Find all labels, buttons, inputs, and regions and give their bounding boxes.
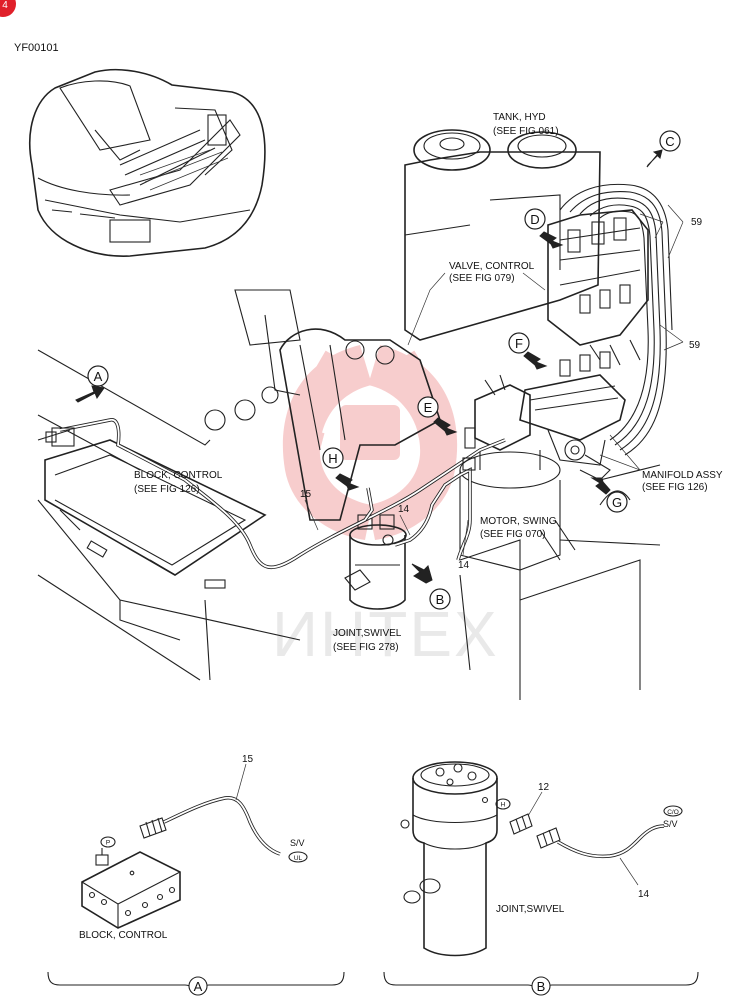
page-badge: 4	[0, 0, 16, 17]
detail-a-bracket-label: A	[194, 979, 203, 994]
svg-text:H: H	[328, 451, 337, 466]
page-badge-number: 4	[2, 0, 8, 11]
label-valve-control-ref: (SEE FIG 079)	[449, 273, 515, 284]
callout-e: E	[417, 396, 439, 418]
arrow-d	[539, 231, 564, 249]
callout-a: A	[87, 365, 109, 387]
svg-text:D: D	[530, 212, 539, 227]
label-manifold-assy: MANIFOLD ASSY	[642, 470, 723, 481]
hydraulic-tank	[404, 129, 601, 341]
detail-a-tag-p: P	[106, 840, 110, 847]
detail-a-part-15: 15	[242, 754, 254, 765]
label-joint-swivel: JOINT,SWIVEL	[333, 628, 402, 639]
arrow-f	[523, 351, 548, 370]
label-joint-swivel-ref: (SEE FIG 278)	[333, 642, 399, 653]
callout-c: C	[659, 130, 681, 152]
hose-15-main	[45, 418, 506, 570]
detail-b: H 12 14 C/O S/V JOINT,SWIVEL B	[383, 761, 699, 996]
arrow-c	[646, 149, 663, 168]
label-tank-hyd: TANK, HYD	[493, 112, 546, 123]
detail-b-tag-h: H	[501, 802, 506, 809]
control-valve	[547, 183, 673, 456]
callout-d: D	[524, 208, 546, 230]
arrow-e	[433, 417, 458, 436]
callout-g: G	[606, 491, 628, 513]
part-59-upper: 59	[691, 217, 703, 228]
svg-text:E: E	[424, 400, 433, 415]
label-motor-swing: MOTOR, SWING	[480, 516, 557, 527]
label-motor-swing-ref: (SEE FIG 070)	[480, 529, 546, 540]
arrow-h	[335, 473, 360, 491]
detail-a: P 15 S/V UL BLOCK, CONTROL A	[47, 754, 345, 996]
detail-b-bracket-label: B	[537, 979, 546, 994]
label-manifold-assy-ref: (SEE FIG 126)	[642, 482, 708, 493]
callout-arrows	[75, 149, 663, 584]
svg-text:B: B	[436, 592, 445, 607]
manifold-assembly	[519, 351, 626, 481]
label-block-control-ref: (SEE FIG 126)	[134, 484, 200, 495]
detail-b-sv: S/V	[663, 819, 678, 829]
svg-text:F: F	[515, 336, 523, 351]
label-valve-control: VALVE, CONTROL	[449, 261, 535, 272]
part-14-main-b: 14	[458, 560, 470, 571]
hose-h-main	[363, 487, 374, 522]
detail-b-part-12: 12	[538, 782, 550, 793]
hose-14-main	[394, 427, 476, 561]
svg-text:C: C	[665, 134, 674, 149]
swing-motor	[459, 374, 561, 571]
label-tank-hyd-ref: (SEE FIG 061)	[493, 126, 559, 137]
swivel-joint	[344, 514, 407, 610]
figure-id: YF00101	[14, 42, 59, 54]
callout-h: H	[322, 447, 344, 469]
callout-f: F	[508, 332, 530, 354]
callout-b: B	[429, 588, 451, 610]
detail-a-title: BLOCK, CONTROL	[79, 930, 168, 941]
detail-a-sv: S/V	[290, 838, 305, 848]
detail-a-ul: UL	[294, 855, 303, 862]
leader-lines	[304, 204, 684, 556]
arrow-g	[590, 477, 611, 495]
detail-b-co: C/O	[667, 809, 679, 816]
watermark-text: ИНТЕХ	[272, 598, 499, 670]
label-block-control: BLOCK, CONTROL	[134, 470, 223, 481]
machine-overview-inset	[28, 68, 266, 257]
part-15-main: 15	[300, 489, 312, 500]
svg-text:A: A	[94, 369, 103, 384]
svg-text:G: G	[612, 495, 622, 510]
detail-b-part-14: 14	[638, 889, 650, 900]
detail-b-title: JOINT,SWIVEL	[496, 904, 565, 915]
arrow-a	[75, 385, 105, 403]
part-59-lower: 59	[689, 340, 701, 351]
arrow-b	[411, 563, 433, 584]
part-14-main-a: 14	[398, 504, 410, 515]
